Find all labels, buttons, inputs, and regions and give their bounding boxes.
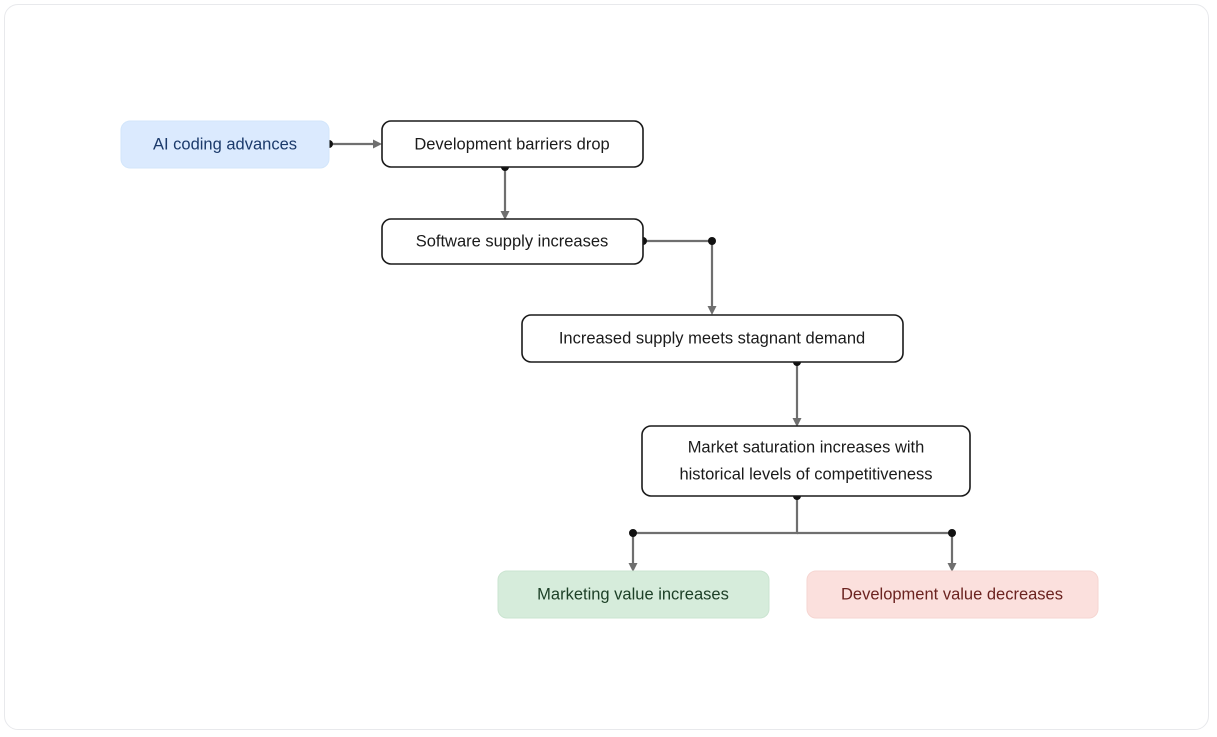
flowchart: AI coding advances Development barriers … (120, 120, 1099, 619)
node-label: AI coding advances (153, 135, 297, 153)
edge-supply-to-demand (639, 237, 717, 315)
node-label: Increased supply meets stagnant demand (559, 329, 865, 347)
node-shape (521, 314, 904, 363)
node-label: Development barriers drop (414, 135, 609, 153)
node-shape (497, 570, 770, 619)
node-label-line2: historical levels of competitiveness (679, 465, 932, 483)
node-increased-supply-meets-stagnant-demand[interactable]: Increased supply meets stagnant demand (521, 314, 904, 363)
node-development-value-decreases[interactable]: Development value decreases (806, 570, 1099, 619)
node-label: Software supply increases (416, 232, 609, 250)
edge-saturation-to-marketing (628, 492, 801, 572)
node-shape (381, 218, 644, 265)
node-shape (381, 120, 644, 168)
node-marketing-value-increases[interactable]: Marketing value increases (497, 570, 770, 619)
node-shape (806, 570, 1099, 619)
node-label: Development value decreases (841, 585, 1063, 603)
edge-demand-to-saturation (792, 358, 802, 427)
edge-barriers-to-supply (500, 163, 510, 220)
node-shape (120, 120, 330, 169)
node-label-line1: Market saturation increases with (688, 438, 925, 456)
node-development-barriers-drop[interactable]: Development barriers drop (381, 120, 644, 168)
edge-ai-to-barriers (325, 139, 382, 149)
edge-saturation-to-development (797, 529, 957, 572)
node-software-supply-increases[interactable]: Software supply increases (381, 218, 644, 265)
node-market-saturation-increases[interactable]: Market saturation increases with histori… (641, 425, 971, 497)
diagram-canvas: AI coding advances Development barriers … (4, 4, 1209, 730)
node-shape (641, 425, 971, 497)
node-ai-coding-advances[interactable]: AI coding advances (120, 120, 330, 169)
node-label: Marketing value increases (537, 585, 729, 603)
